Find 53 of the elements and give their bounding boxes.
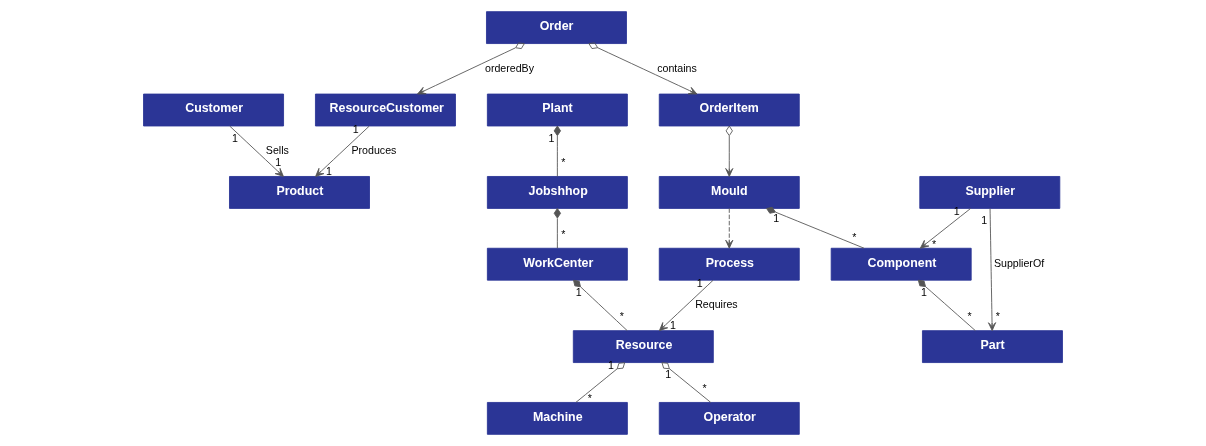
- edge-label: contains: [657, 61, 697, 74]
- label: *: [995, 310, 1001, 323]
- node-box: Order: [486, 11, 627, 44]
- label: 1: [326, 164, 333, 177]
- node-box: OrderItem: [658, 93, 800, 127]
- label: *: [967, 310, 972, 323]
- connector: [573, 279, 628, 332]
- connector: [766, 206, 865, 249]
- node-box: Plant: [486, 93, 628, 127]
- label: 1: [981, 214, 988, 227]
- edge-label: SupplierOf: [993, 256, 1045, 269]
- connector: [553, 125, 561, 177]
- arrow: [315, 125, 370, 177]
- node-box: Product: [229, 176, 370, 209]
- label: *: [702, 382, 707, 395]
- node-box: WorkCenter: [486, 247, 628, 281]
- arrow: [229, 125, 284, 177]
- label: 1: [575, 286, 582, 299]
- label: *: [852, 230, 857, 243]
- node-box: Component: [830, 247, 972, 281]
- label: 1: [669, 318, 676, 331]
- label: *: [561, 228, 566, 241]
- edge-label: Requires: [695, 298, 738, 311]
- edge-label: Sells: [265, 143, 289, 156]
- node-box: Customer: [143, 93, 284, 127]
- label: 1: [548, 131, 555, 144]
- connector: [661, 362, 712, 403]
- edge-label: orderedBy: [485, 61, 535, 74]
- arrow: [658, 279, 714, 332]
- node-box: Operator: [658, 402, 800, 435]
- arrow: [725, 125, 734, 177]
- label: 1: [275, 156, 282, 169]
- arrow: [417, 42, 525, 95]
- label: 1: [665, 368, 672, 381]
- node-box: Machine: [486, 402, 628, 435]
- arrow: [919, 208, 971, 249]
- label: *: [561, 156, 566, 169]
- node-box: Jobshhop: [486, 176, 628, 209]
- arrow: [588, 42, 698, 95]
- label: *: [619, 310, 625, 323]
- label: *: [587, 391, 592, 404]
- label: 1: [773, 211, 780, 224]
- edge-label: Produces: [351, 143, 397, 156]
- connector: [917, 279, 976, 332]
- node-box: Part: [922, 330, 1063, 363]
- node-box: Mould: [658, 176, 800, 209]
- label: *: [932, 237, 937, 250]
- connector: [575, 362, 626, 403]
- arrow: [725, 208, 734, 249]
- connector: [553, 208, 561, 249]
- arrow: [988, 208, 997, 332]
- label: 1: [232, 131, 238, 144]
- label: 1: [921, 286, 927, 298]
